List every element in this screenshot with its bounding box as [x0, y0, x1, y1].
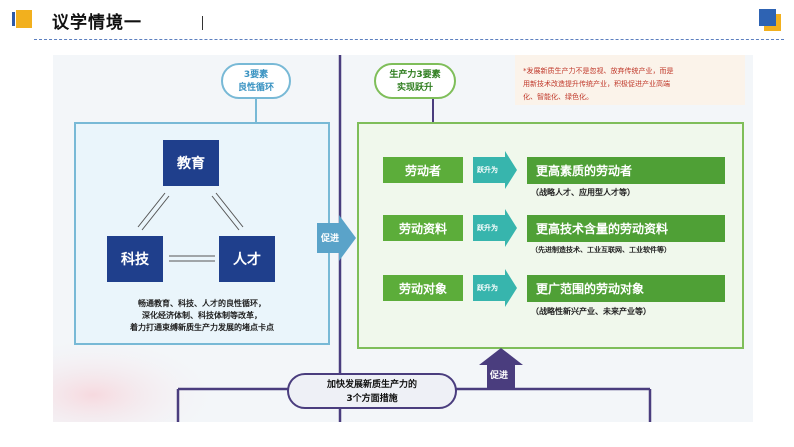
- connector-label-promote: 促进: [321, 234, 340, 244]
- pill-line-2: 3个方面措施: [346, 394, 398, 404]
- badge-line-1: 3要素: [243, 70, 269, 80]
- note-text: *发展新质生产力不是忽视、放弃传统产业，而是 用新技术改造提升传统产业，积极促进…: [523, 65, 674, 104]
- header-accent-icon: [12, 10, 32, 28]
- description-line-2: 深化经济体制、科技体制等改革，: [142, 311, 262, 320]
- bottom-measures-pill: 加快发展新质生产力的 3个方面措施: [287, 373, 457, 409]
- badge-productivity-elements: 生产力3要素 实现跃升: [374, 63, 456, 99]
- row-to-laborer: 更高素质的劳动者: [527, 157, 725, 184]
- note-line-1: *发展新质生产力不是忽视、放弃传统产业，而是: [523, 67, 674, 75]
- node-talent: 人才: [219, 236, 275, 282]
- description-line-1: 畅通教育、科技、人才的良性循环，: [138, 299, 266, 308]
- header-corner-icon: [759, 9, 781, 31]
- header-divider: [34, 39, 784, 40]
- badge-line-2: 实现跃升: [396, 83, 433, 93]
- row-from-laborer: 劳动者: [383, 157, 463, 183]
- page-title: 议学情境一: [52, 13, 142, 33]
- badge-three-elements: 3要素 良性循环: [221, 63, 291, 99]
- row-to-means: 更高技术含量的劳动资料: [527, 215, 725, 242]
- left-description: 畅通教育、科技、人才的良性循环， 深化经济体制、科技体制等改革， 着力打通束缚新…: [77, 298, 327, 334]
- node-technology: 科技: [107, 236, 163, 282]
- text-cursor: [202, 16, 203, 30]
- badge-line-1: 生产力3要素: [389, 70, 441, 80]
- note-line-3: 化、智能化、绿色化。: [523, 93, 593, 101]
- row-from-object: 劳动对象: [383, 275, 463, 301]
- pill-line-1: 加快发展新质生产力的: [326, 380, 417, 390]
- description-line-3: 着力打通束缚新质生产力发展的堵点卡点: [130, 323, 274, 332]
- row-arrow-label: 跃升为: [477, 224, 498, 232]
- badge-line-2: 良性循环: [237, 83, 274, 93]
- up-arrow-label: 促进: [490, 371, 509, 381]
- diagram-canvas: 3要素 良性循环 生产力3要素 实现跃升 *发展新质生产力不是忽视、放弃传统产业…: [53, 55, 753, 422]
- row-detail: （战略性新兴产业、未来产业等）: [531, 307, 651, 316]
- row-to-object: 更广范围的劳动对象: [527, 275, 725, 302]
- row-detail: （战略人才、应用型人才等）: [531, 188, 635, 197]
- row-detail: （先进制造技术、工业互联网、工业软件等）: [531, 246, 671, 254]
- note-line-2: 用新技术改造提升传统产业，积极促进产业高端: [523, 80, 670, 88]
- node-education: 教育: [163, 140, 219, 186]
- row-from-means: 劳动资料: [383, 215, 463, 241]
- row-arrow-label: 跃升为: [477, 166, 498, 174]
- row-arrow-label: 跃升为: [477, 284, 498, 292]
